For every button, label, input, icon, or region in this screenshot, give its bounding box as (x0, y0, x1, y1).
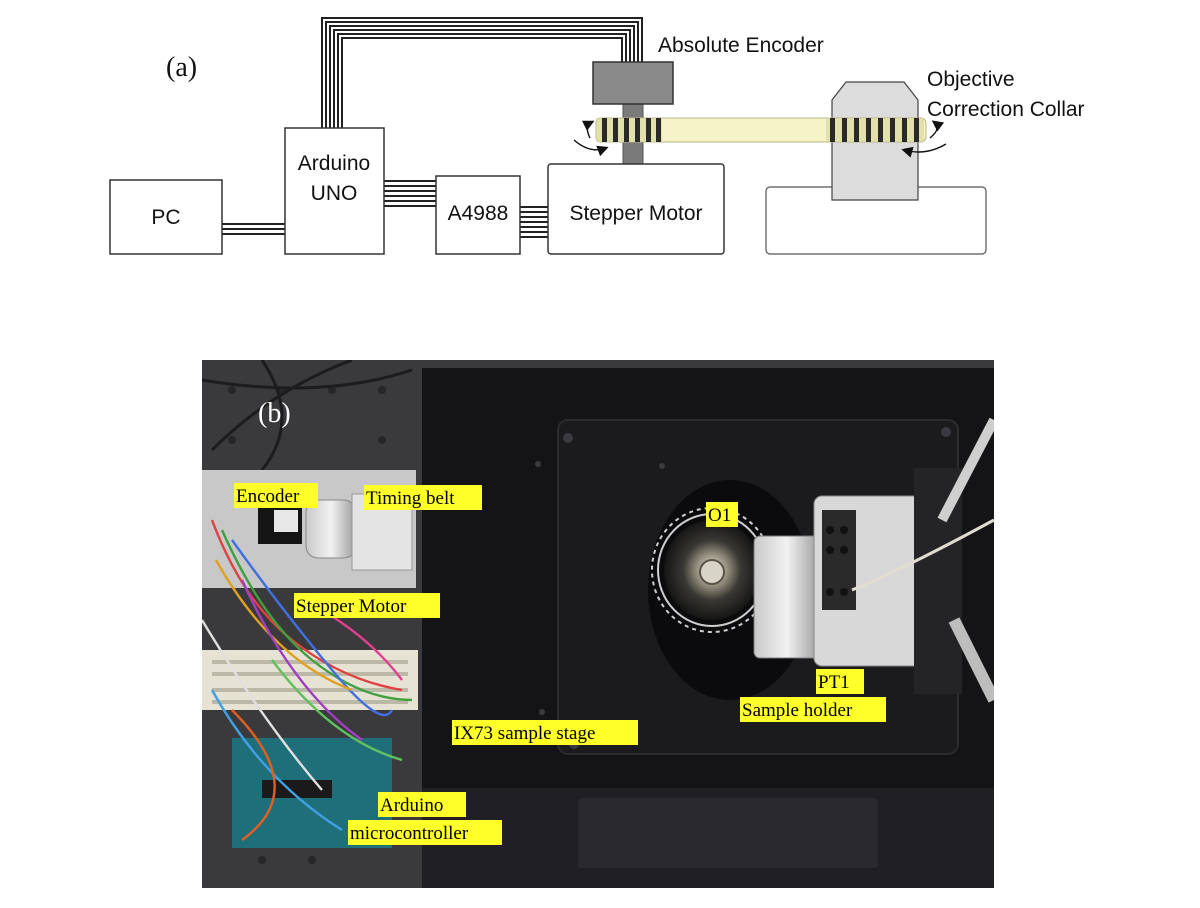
pc-block-label: PC (151, 206, 180, 229)
driver-block-label: A4988 (448, 202, 509, 225)
callout-o1: O1 (706, 502, 738, 527)
pc-block: PC (109, 179, 223, 255)
driver-motor-cable (520, 206, 548, 238)
sample-holder-block (822, 510, 856, 610)
encoder-label: Absolute Encoder (658, 34, 824, 57)
callout-encoder: Encoder (234, 483, 318, 508)
objective-lens-center (699, 559, 725, 585)
arduino-block-label-line2: UNO (311, 182, 358, 205)
microscope-lower-panel (578, 798, 878, 868)
callout-timing-belt: Timing belt (364, 485, 482, 510)
arduino-block-label-line1: Arduino (298, 152, 370, 175)
arduino-block: Arduino UNO (284, 127, 385, 255)
svg-text:O1: O1 (708, 505, 731, 526)
svg-text:Stepper Motor: Stepper Motor (296, 596, 407, 617)
callout-stepper-motor: Stepper Motor (294, 593, 440, 618)
motor-pulley (596, 118, 662, 142)
stage-rod-top (937, 417, 994, 523)
panel-b-label: (b) (258, 398, 291, 429)
schematic-diagram: (a) PC Arduino (109, 17, 1085, 255)
motor-block: Stepper Motor (547, 163, 725, 255)
callout-arduino: Arduino microcontroller (348, 792, 502, 845)
collar-rotation-arrow-bottom (901, 143, 947, 158)
motor-rotation-arrow-top (581, 120, 595, 139)
callout-stage: IX73 sample stage (452, 720, 638, 745)
collar-pulley (826, 118, 924, 142)
svg-text:Encoder: Encoder (236, 486, 300, 507)
encoder-sticker (274, 510, 298, 532)
collar-label-line1: Objective (927, 68, 1015, 91)
panel-a-label: (a) (166, 52, 197, 83)
stage-rod-bottom (948, 617, 994, 703)
pc-arduino-cable (222, 223, 285, 235)
arduino-chip (262, 780, 332, 798)
motor-block-label: Stepper Motor (569, 202, 702, 225)
svg-text:PT1: PT1 (818, 672, 850, 693)
jumper-wires (202, 519, 413, 841)
svg-text:IX73 sample stage: IX73 sample stage (454, 723, 595, 744)
encoder-block (592, 61, 674, 105)
background-cables (202, 360, 413, 471)
collar-rotation-arrow-top (929, 120, 945, 139)
sample-holder-pins (826, 526, 848, 596)
callout-sample-holder: Sample holder (740, 697, 886, 722)
encoder-cable-bundle (321, 17, 643, 128)
sample-holder-bracket (753, 535, 821, 659)
sample-cable (851, 518, 994, 592)
motor-cylinder (305, 499, 357, 559)
svg-text:microcontroller: microcontroller (350, 823, 469, 844)
svg-text:Arduino: Arduino (380, 795, 443, 816)
collar-label-line2: Correction Collar (927, 98, 1085, 121)
arduino-driver-cable (384, 180, 436, 207)
motor-rotation-arrow-bottom (573, 139, 609, 157)
svg-text:Sample holder: Sample holder (742, 700, 853, 721)
svg-text:Timing belt: Timing belt (366, 488, 455, 509)
callout-pt1: PT1 (816, 669, 864, 694)
setup-photograph: (b) Encoder Timing belt Stepper Motor O1… (202, 360, 994, 888)
driver-block: A4988 (435, 175, 521, 255)
